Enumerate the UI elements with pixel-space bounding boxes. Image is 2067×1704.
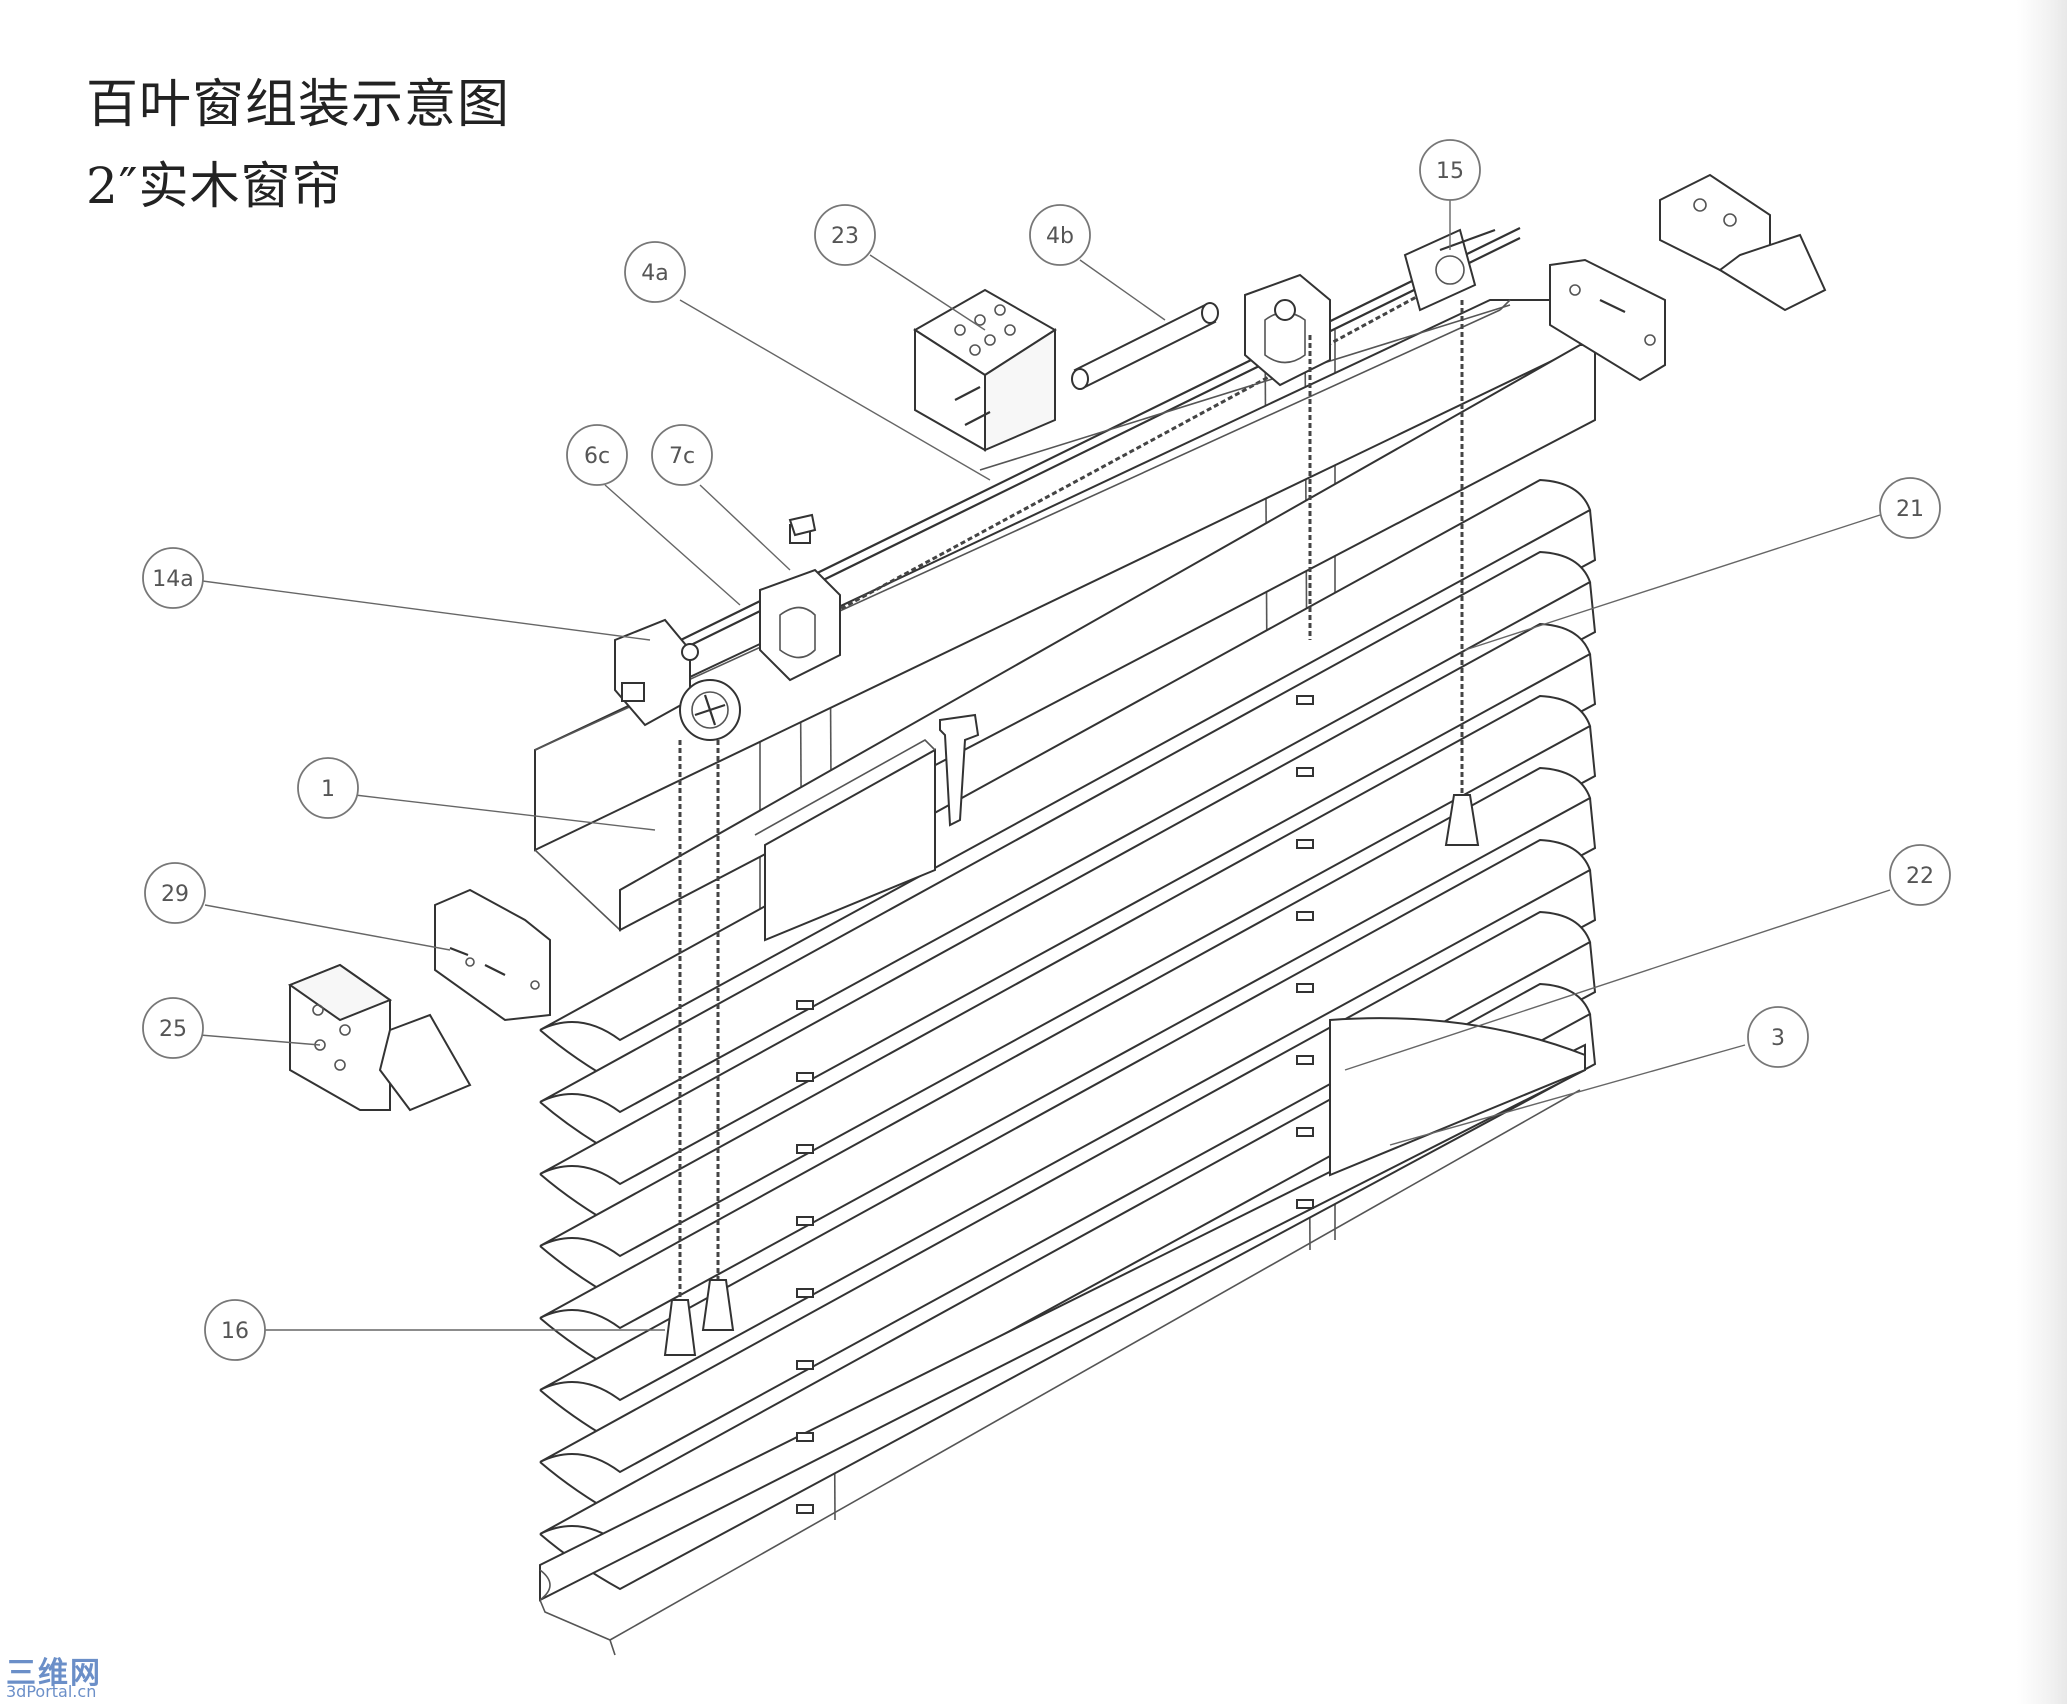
callout-1: 1 (297, 757, 359, 819)
valance-plate (754, 739, 936, 942)
ladder-tab (1296, 1127, 1314, 1137)
callout-label: 23 (831, 224, 859, 249)
callout-4a: 4a (624, 241, 686, 303)
callout-label: 21 (1896, 497, 1924, 522)
tilt-cradle-mid (1244, 273, 1331, 387)
ladder-tabs (796, 695, 1314, 1514)
mounting-box-right (1659, 173, 1827, 312)
ladder-tab (1296, 983, 1314, 993)
callout-label: 4a (641, 261, 668, 286)
ladder-tab (796, 1288, 814, 1298)
ladder-tab (796, 1360, 814, 1370)
callout-label: 16 (221, 1319, 249, 1344)
callout-6c: 6c (566, 424, 628, 486)
callout-21: 21 (1879, 477, 1941, 539)
ladder-tab (796, 1216, 814, 1226)
callout-23: 23 (814, 204, 876, 266)
cord-lock-7c (759, 513, 841, 682)
cord-lock-15 (1403, 228, 1496, 312)
bottom-rail (539, 1017, 1586, 1656)
ladder-tab (1296, 695, 1314, 705)
leader-lines (194, 195, 1891, 1331)
callout-label: 1 (321, 777, 335, 802)
ladder-tab (796, 1432, 814, 1442)
callout-3: 3 (1747, 1006, 1809, 1068)
callout-7c: 7c (651, 424, 713, 486)
ladder-tab (796, 1000, 814, 1010)
ladder-tab (1296, 911, 1314, 921)
callout-label: 15 (1436, 159, 1464, 184)
headrail (534, 299, 1596, 932)
callout-label: 22 (1906, 864, 1934, 889)
end-bracket-29 (434, 888, 551, 1022)
ladder-tab (1296, 839, 1314, 849)
callout-4b: 4b (1029, 204, 1091, 266)
ladder-tab (1296, 1055, 1314, 1065)
callout-label: 29 (161, 882, 189, 907)
rod-4b (1071, 302, 1219, 390)
callout-29: 29 (144, 862, 206, 924)
ladder-tab (1296, 767, 1314, 777)
callout-25: 25 (142, 997, 204, 1059)
bracket-23 (913, 288, 1057, 452)
callout-label: 25 (159, 1017, 187, 1042)
diagram-title: 百叶窗组装示意图 (86, 75, 511, 135)
callout-22: 22 (1889, 844, 1951, 906)
callout-label: 7c (669, 444, 695, 469)
watermark-brand: 三维网 (6, 1656, 102, 1691)
tassels-16 (663, 300, 1480, 1356)
ladder-tab (796, 1504, 814, 1514)
ladder-tab (1296, 1199, 1314, 1209)
bracket-25 (287, 963, 472, 1112)
end-bracket-right (1549, 258, 1666, 382)
callout-16: 16 (204, 1299, 266, 1361)
callout-label: 3 (1771, 1026, 1785, 1051)
tilter-14a (614, 618, 741, 741)
callouts-group: 15 23 4b 4a 6c 7c 14a 21 1 29 22 25 3 16 (142, 139, 1951, 1361)
valance-clip (939, 713, 980, 827)
callout-15: 15 (1419, 139, 1481, 201)
ladder-tab (796, 1144, 814, 1154)
ladder-tab (796, 1072, 814, 1082)
callout-label: 4b (1046, 224, 1074, 249)
watermark-site: 3dPortal.cn (6, 1682, 97, 1701)
callout-label: 6c (584, 444, 610, 469)
diagram-subtitle: 2″实木窗帘 (86, 157, 343, 215)
callout-14a: 14a (142, 547, 204, 609)
scan-edge-shadow (2017, 0, 2067, 1704)
callout-label: 14a (152, 567, 193, 592)
